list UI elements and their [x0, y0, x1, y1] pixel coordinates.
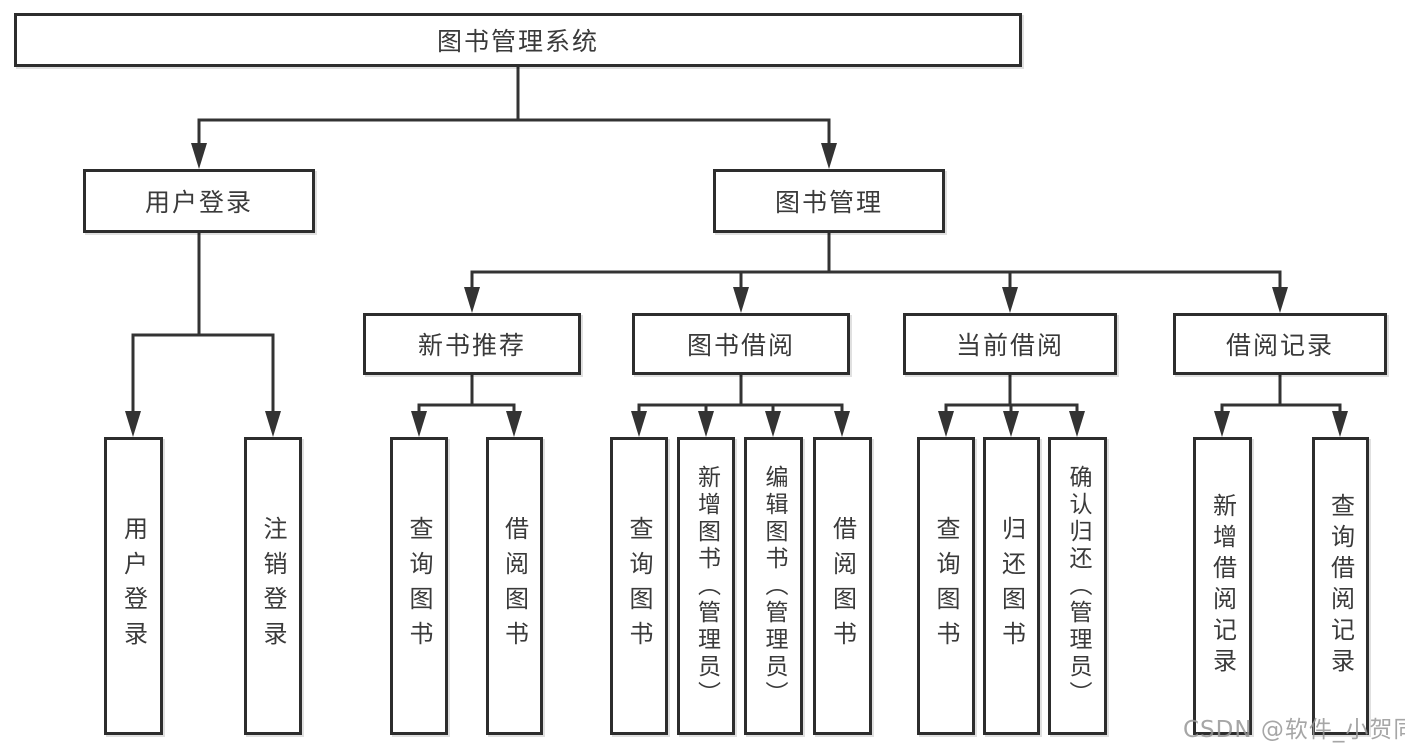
leaf-edit-books-admin: 编辑图书（管理员）: [744, 437, 803, 735]
leaf-query-borrow-record-label: 查询借阅记录: [1326, 493, 1355, 679]
leaf-return-books: 归还图书: [983, 437, 1040, 735]
leaf-user-login-label: 用户登录: [119, 516, 148, 656]
leaf-recommend-borrow-books-label: 借阅图书: [500, 516, 529, 656]
leaf-borrowing-query-books-label: 查询图书: [625, 516, 653, 656]
leaf-add-books-admin: 新增图书（管理员）: [677, 437, 735, 735]
leaf-recommend-query-books: 查询图书: [390, 437, 448, 735]
leaf-return-books-label: 归还图书: [997, 516, 1026, 656]
node-borrow-records-label: 借阅记录: [1225, 331, 1334, 360]
leaf-logout-label: 注销登录: [259, 516, 287, 656]
leaf-logout: 注销登录: [244, 437, 302, 735]
leaf-confirm-return-admin: 确认归还（管理员）: [1048, 437, 1107, 735]
leaf-add-borrow-record-label: 新增借阅记录: [1208, 493, 1237, 679]
node-book-borrowing: 图书借阅: [632, 313, 850, 375]
node-book-management: 图书管理: [713, 169, 945, 233]
csdn-watermark: CSDN @软件_小贺同学: [1183, 717, 1405, 743]
node-borrow-records: 借阅记录: [1173, 313, 1387, 375]
node-new-book-recommend: 新书推荐: [363, 313, 581, 375]
leaf-confirm-return-admin-label: 确认归还（管理员）: [1065, 464, 1091, 708]
leaf-edit-books-admin-label: 编辑图书（管理员）: [761, 464, 787, 708]
leaf-recommend-query-books-label: 查询图书: [405, 516, 433, 656]
leaf-current-query-books-label: 查询图书: [932, 516, 960, 656]
node-current-borrowing: 当前借阅: [903, 313, 1117, 375]
node-root-label: 图书管理系统: [436, 27, 599, 56]
leaf-query-borrow-record: 查询借阅记录: [1312, 437, 1369, 735]
node-book-borrowing-label: 图书借阅: [686, 331, 795, 360]
node-user-login-group-label: 用户登录: [144, 188, 253, 217]
leaf-recommend-borrow-books: 借阅图书: [486, 437, 543, 735]
node-book-management-label: 图书管理: [774, 188, 883, 217]
leaf-add-borrow-record: 新增借阅记录: [1193, 437, 1252, 735]
leaf-current-query-books: 查询图书: [917, 437, 975, 735]
leaf-borrowing-query-books: 查询图书: [610, 437, 668, 735]
leaf-add-books-admin-label: 新增图书（管理员）: [693, 464, 720, 708]
leaf-borrowing-borrow-books-label: 借阅图书: [828, 516, 857, 656]
node-current-borrowing-label: 当前借阅: [955, 331, 1064, 360]
leaf-borrowing-borrow-books: 借阅图书: [813, 437, 872, 735]
node-new-book-recommend-label: 新书推荐: [417, 331, 526, 360]
node-user-login-group: 用户登录: [83, 169, 315, 233]
leaf-user-login: 用户登录: [104, 437, 163, 735]
node-root: 图书管理系统: [14, 13, 1022, 67]
